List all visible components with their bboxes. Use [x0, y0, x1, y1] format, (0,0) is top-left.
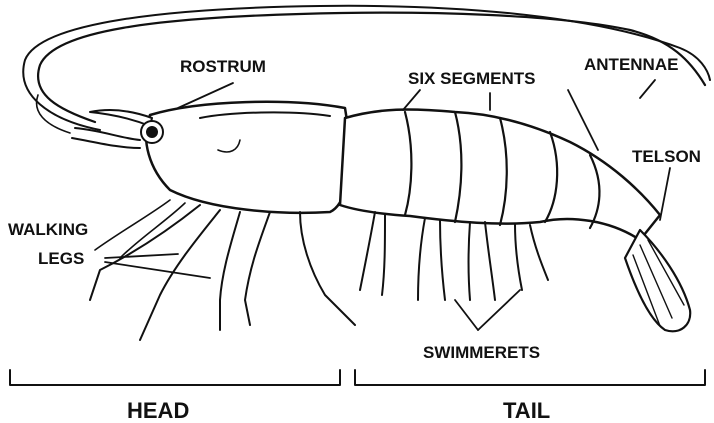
tail-segments-drawing [340, 110, 660, 240]
telson-drawing [625, 230, 690, 331]
label-head: HEAD [127, 398, 189, 423]
label-telson: TELSON [632, 147, 701, 166]
head-bracket [10, 370, 340, 385]
label-walking-legs-line2: LEGS [38, 249, 84, 268]
carapace-drawing [72, 102, 350, 213]
label-antennae: ANTENNAE [584, 55, 678, 74]
label-six-segments: SIX SEGMENTS [408, 69, 536, 88]
label-tail: TAIL [503, 398, 550, 423]
label-rostrum: ROSTRUM [180, 57, 266, 76]
tail-bracket [355, 370, 705, 385]
label-swimmerets: SWIMMERETS [423, 343, 540, 362]
label-walking-legs-line1: WALKING [8, 220, 88, 239]
swimmerets-drawing [360, 212, 548, 300]
walking-legs-drawing [90, 200, 355, 340]
